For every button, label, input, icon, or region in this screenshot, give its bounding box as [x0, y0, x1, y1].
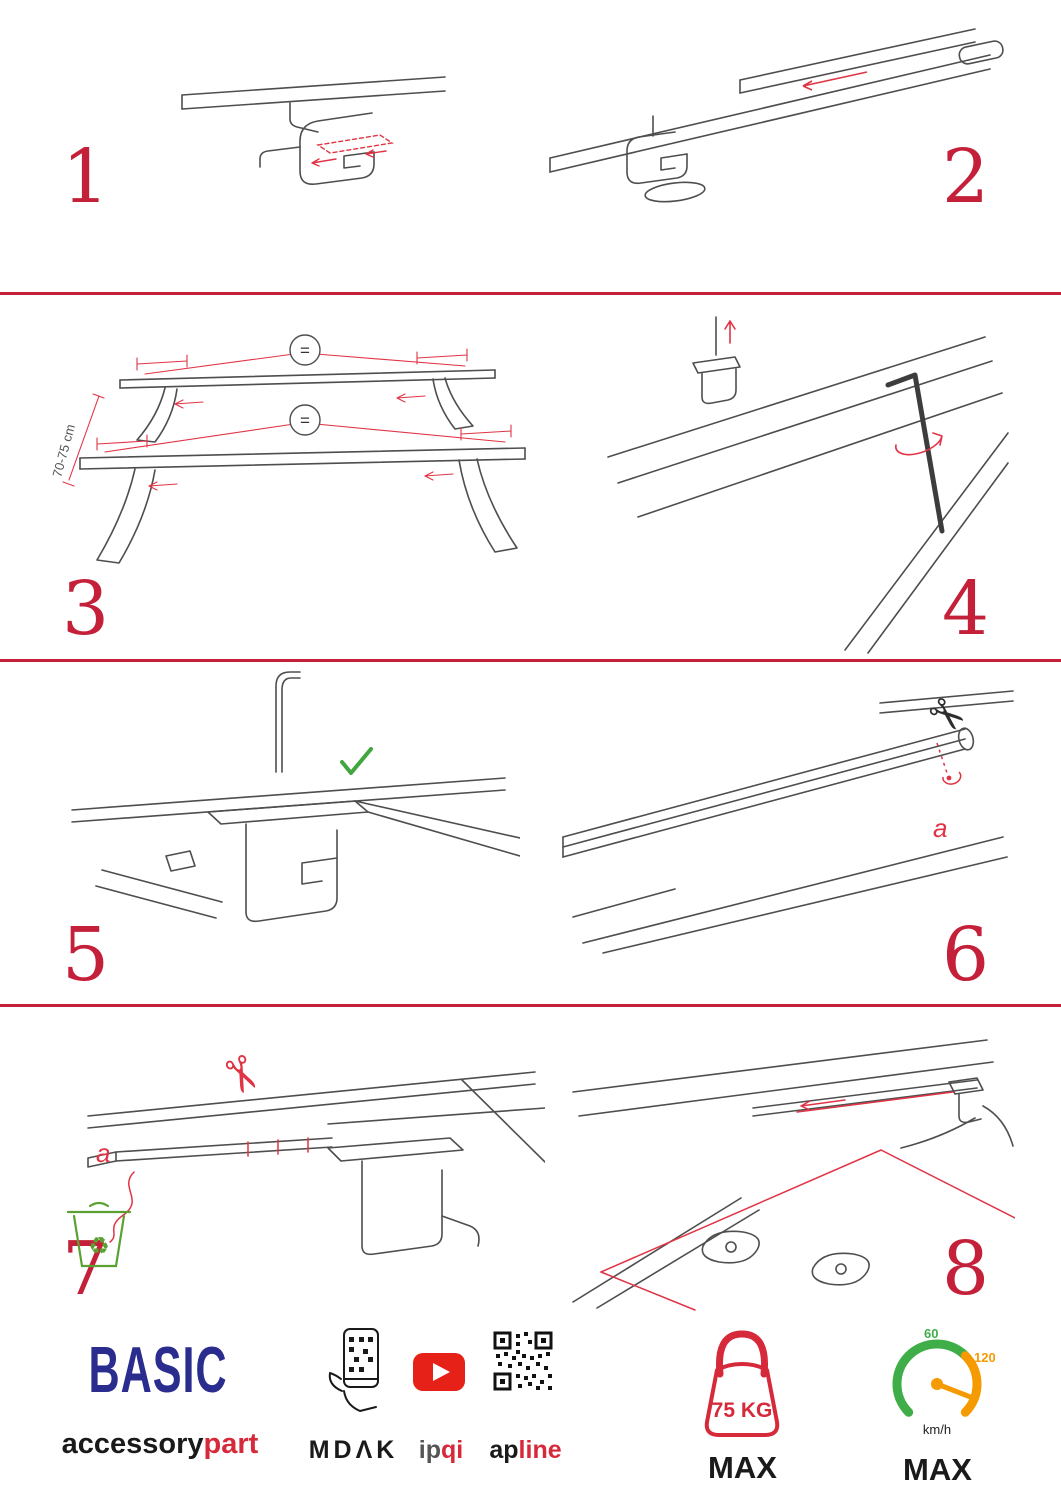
section-divider-2: [0, 659, 1061, 662]
step-4-illustration: [607, 316, 1009, 654]
cut-mark: [936, 742, 962, 785]
check-icon: [340, 747, 373, 775]
speed-unit-label: km/h: [923, 1422, 951, 1437]
phone-qr-pixels: [349, 1337, 373, 1372]
weight-value: 75 KG: [712, 1399, 773, 1422]
step-5-illustration: [71, 671, 520, 923]
section-divider-3: [0, 1004, 1061, 1007]
step-number-3: 3: [62, 566, 110, 652]
alignment-frame: [600, 1091, 1015, 1311]
step-number-6: 6: [942, 912, 990, 998]
allen-key-icon: [885, 372, 945, 534]
ipqi-left: ip: [418, 1436, 441, 1464]
cut-dot: [946, 775, 952, 781]
apline-left: ap: [489, 1436, 519, 1464]
ipqi-right: qi: [441, 1436, 464, 1464]
brand-subtitle-left: accessory: [61, 1428, 204, 1460]
step-number-1: 1: [62, 134, 110, 220]
section-divider-1: [0, 292, 1061, 295]
brand-logo: BASIC: [88, 1335, 228, 1407]
dimension-lines: [62, 348, 512, 491]
youtube-icon: [413, 1353, 465, 1391]
cut-ticks: [109, 1137, 309, 1243]
trash-bin-icon: [66, 1201, 132, 1268]
step-6-illustration: ✂ a: [562, 685, 1014, 954]
equal-badge: [289, 404, 321, 436]
weight-limit-icon: 75 KG: [704, 1330, 780, 1437]
distance-label: 70-75 cm: [49, 423, 78, 479]
rubber-pad-highlight: [311, 134, 394, 167]
apline-right: line: [518, 1436, 562, 1464]
slide-arrow: [802, 71, 868, 91]
equal-label: =: [300, 341, 310, 360]
part-a-label: a: [933, 813, 947, 843]
part-a-label: a: [96, 1138, 110, 1168]
step-number-2: 2: [942, 134, 990, 220]
equal-badge: [289, 334, 321, 366]
brand-subtitle: accessorypart: [60, 1428, 260, 1461]
step-number-8: 8: [942, 1226, 990, 1312]
step-number-7: 7: [62, 1226, 110, 1312]
recycle-icon: ♻: [88, 1233, 110, 1260]
qr-code-icon: [493, 1331, 553, 1391]
step-number-4: 4: [942, 566, 990, 652]
speed-limit-icon: 60 120 km/h: [892, 1326, 995, 1437]
weight-max-label: MAX: [708, 1450, 777, 1485]
step-2-illustration: [549, 28, 1004, 203]
ipqi-logo: ipqi: [406, 1436, 476, 1465]
brand-subtitle-right: part: [203, 1428, 259, 1460]
step-1-illustration: [181, 76, 446, 186]
scissors-icon: ✂: [208, 1046, 273, 1105]
insert-arrow: [724, 320, 943, 456]
speed-60-label: 60: [924, 1326, 938, 1341]
equal-label: =: [300, 411, 310, 430]
step-7-illustration: ✂ a ♻: [66, 1046, 545, 1268]
speed-needle-hub: [931, 1378, 943, 1390]
apline-logo: apline: [483, 1436, 568, 1465]
step-3-illustration: = = 70-75 cm: [49, 334, 526, 564]
step-number-5: 5: [62, 912, 110, 998]
speed-120-label: 120: [974, 1350, 995, 1365]
step-8-illustration: [572, 1039, 1015, 1311]
mdak-logo: MDΛK: [308, 1436, 399, 1464]
phone-qr-icon: [328, 1328, 379, 1412]
speed-max-label: MAX: [903, 1452, 972, 1487]
speed-needle: [934, 1381, 976, 1401]
